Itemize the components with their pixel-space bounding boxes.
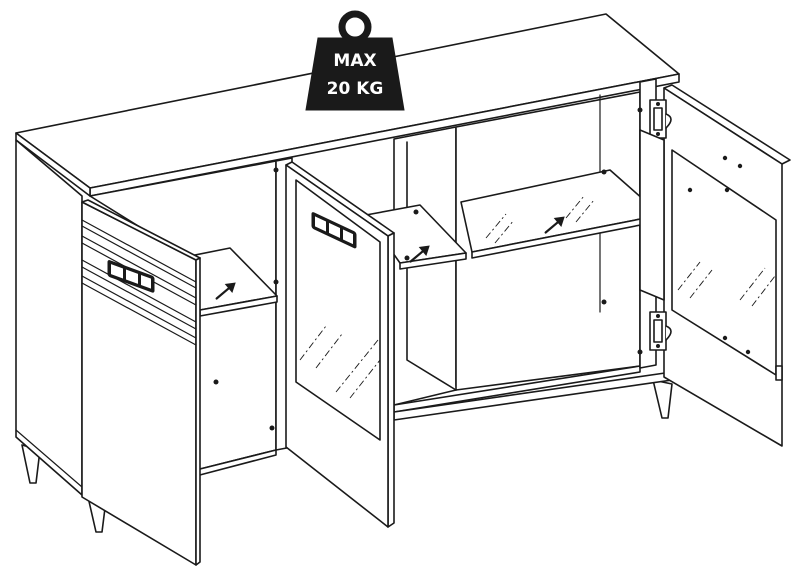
door-handle [311,212,357,249]
weight-label-max: MAX [333,51,376,71]
weight-icon: MAX 20 KG [305,10,405,111]
arrow-icon [215,282,236,300]
hinges [639,99,672,351]
door-handle [107,260,155,293]
direction-arrows [215,216,565,300]
left-side-panel [15,139,83,496]
hinge-icon [649,311,672,351]
left-door [81,199,201,566]
arrow-icon [544,216,565,234]
arrow-icon [409,245,430,263]
weight-label-kg: 20 KG [327,79,384,99]
middle-glass-door [285,161,395,528]
leg-back-right [652,379,673,419]
right-glass-door [663,84,791,447]
shelf-pin-holes [213,107,649,431]
hinge-icon [649,99,672,139]
